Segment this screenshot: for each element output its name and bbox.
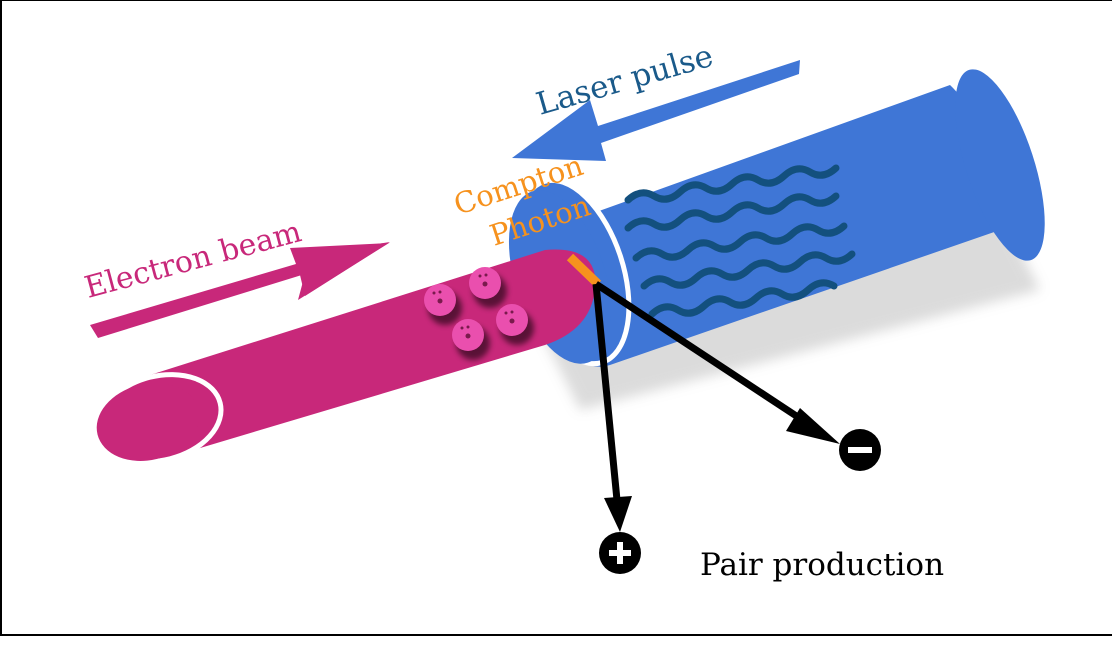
laser-waves xyxy=(624,164,856,318)
positron-arrow xyxy=(592,283,632,532)
plus-circle-icon xyxy=(599,532,641,574)
compton-photon-marker xyxy=(566,253,602,288)
laser-direction-arrow xyxy=(512,60,800,161)
electron-arrow xyxy=(594,281,840,444)
electron-beam-direction-arrow xyxy=(90,242,390,338)
electron-dot xyxy=(424,284,462,325)
minus-circle-icon xyxy=(839,429,881,471)
laser-shadow xyxy=(540,210,1040,410)
electron-dot xyxy=(496,304,534,345)
electron-beam-label: Electron beam xyxy=(81,214,305,305)
electron-dot xyxy=(452,319,490,360)
electron-dot xyxy=(469,267,507,308)
electron-bunch xyxy=(424,267,534,360)
pair-production-label: Pair production xyxy=(700,547,944,583)
